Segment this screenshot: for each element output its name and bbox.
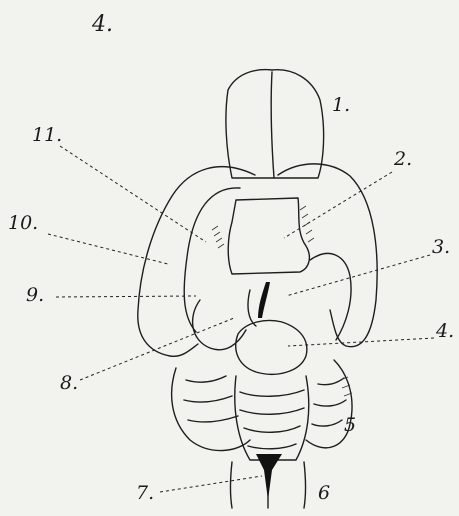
label-10: 10. [8,214,38,233]
olfactory-bulbs [226,70,324,178]
right-hemisphere [278,164,377,347]
leader-7 [160,476,262,492]
infundibulum-mark [258,282,270,318]
left-inner-fold [184,188,240,332]
label-1: 1. [332,96,350,115]
leader-10 [48,234,168,264]
label-2: 2. [394,150,412,169]
label-8: 8. [60,374,78,393]
label-5: 5 [344,416,356,435]
pons [236,321,307,375]
hypophysis-region [248,290,256,326]
label-4: 4. [436,322,454,341]
label-3: 3. [432,238,450,257]
leader-4 [288,338,434,346]
left-piriform [193,300,246,350]
bulb-midline [271,72,274,178]
label-6: 6 [318,484,330,503]
leader-11 [60,146,206,242]
leader-9 [56,296,196,297]
label-7: 7. [136,484,154,503]
figure-number: 4. [92,14,113,36]
ventral-fissure-mark [256,454,282,500]
label-11: 11. [32,126,62,145]
label-9: 9. [26,286,44,305]
optic-region [228,198,309,274]
left-hemisphere [138,167,255,357]
medulla [235,376,309,460]
leader-3 [286,255,430,296]
right-lateral-lobe [310,253,351,340]
